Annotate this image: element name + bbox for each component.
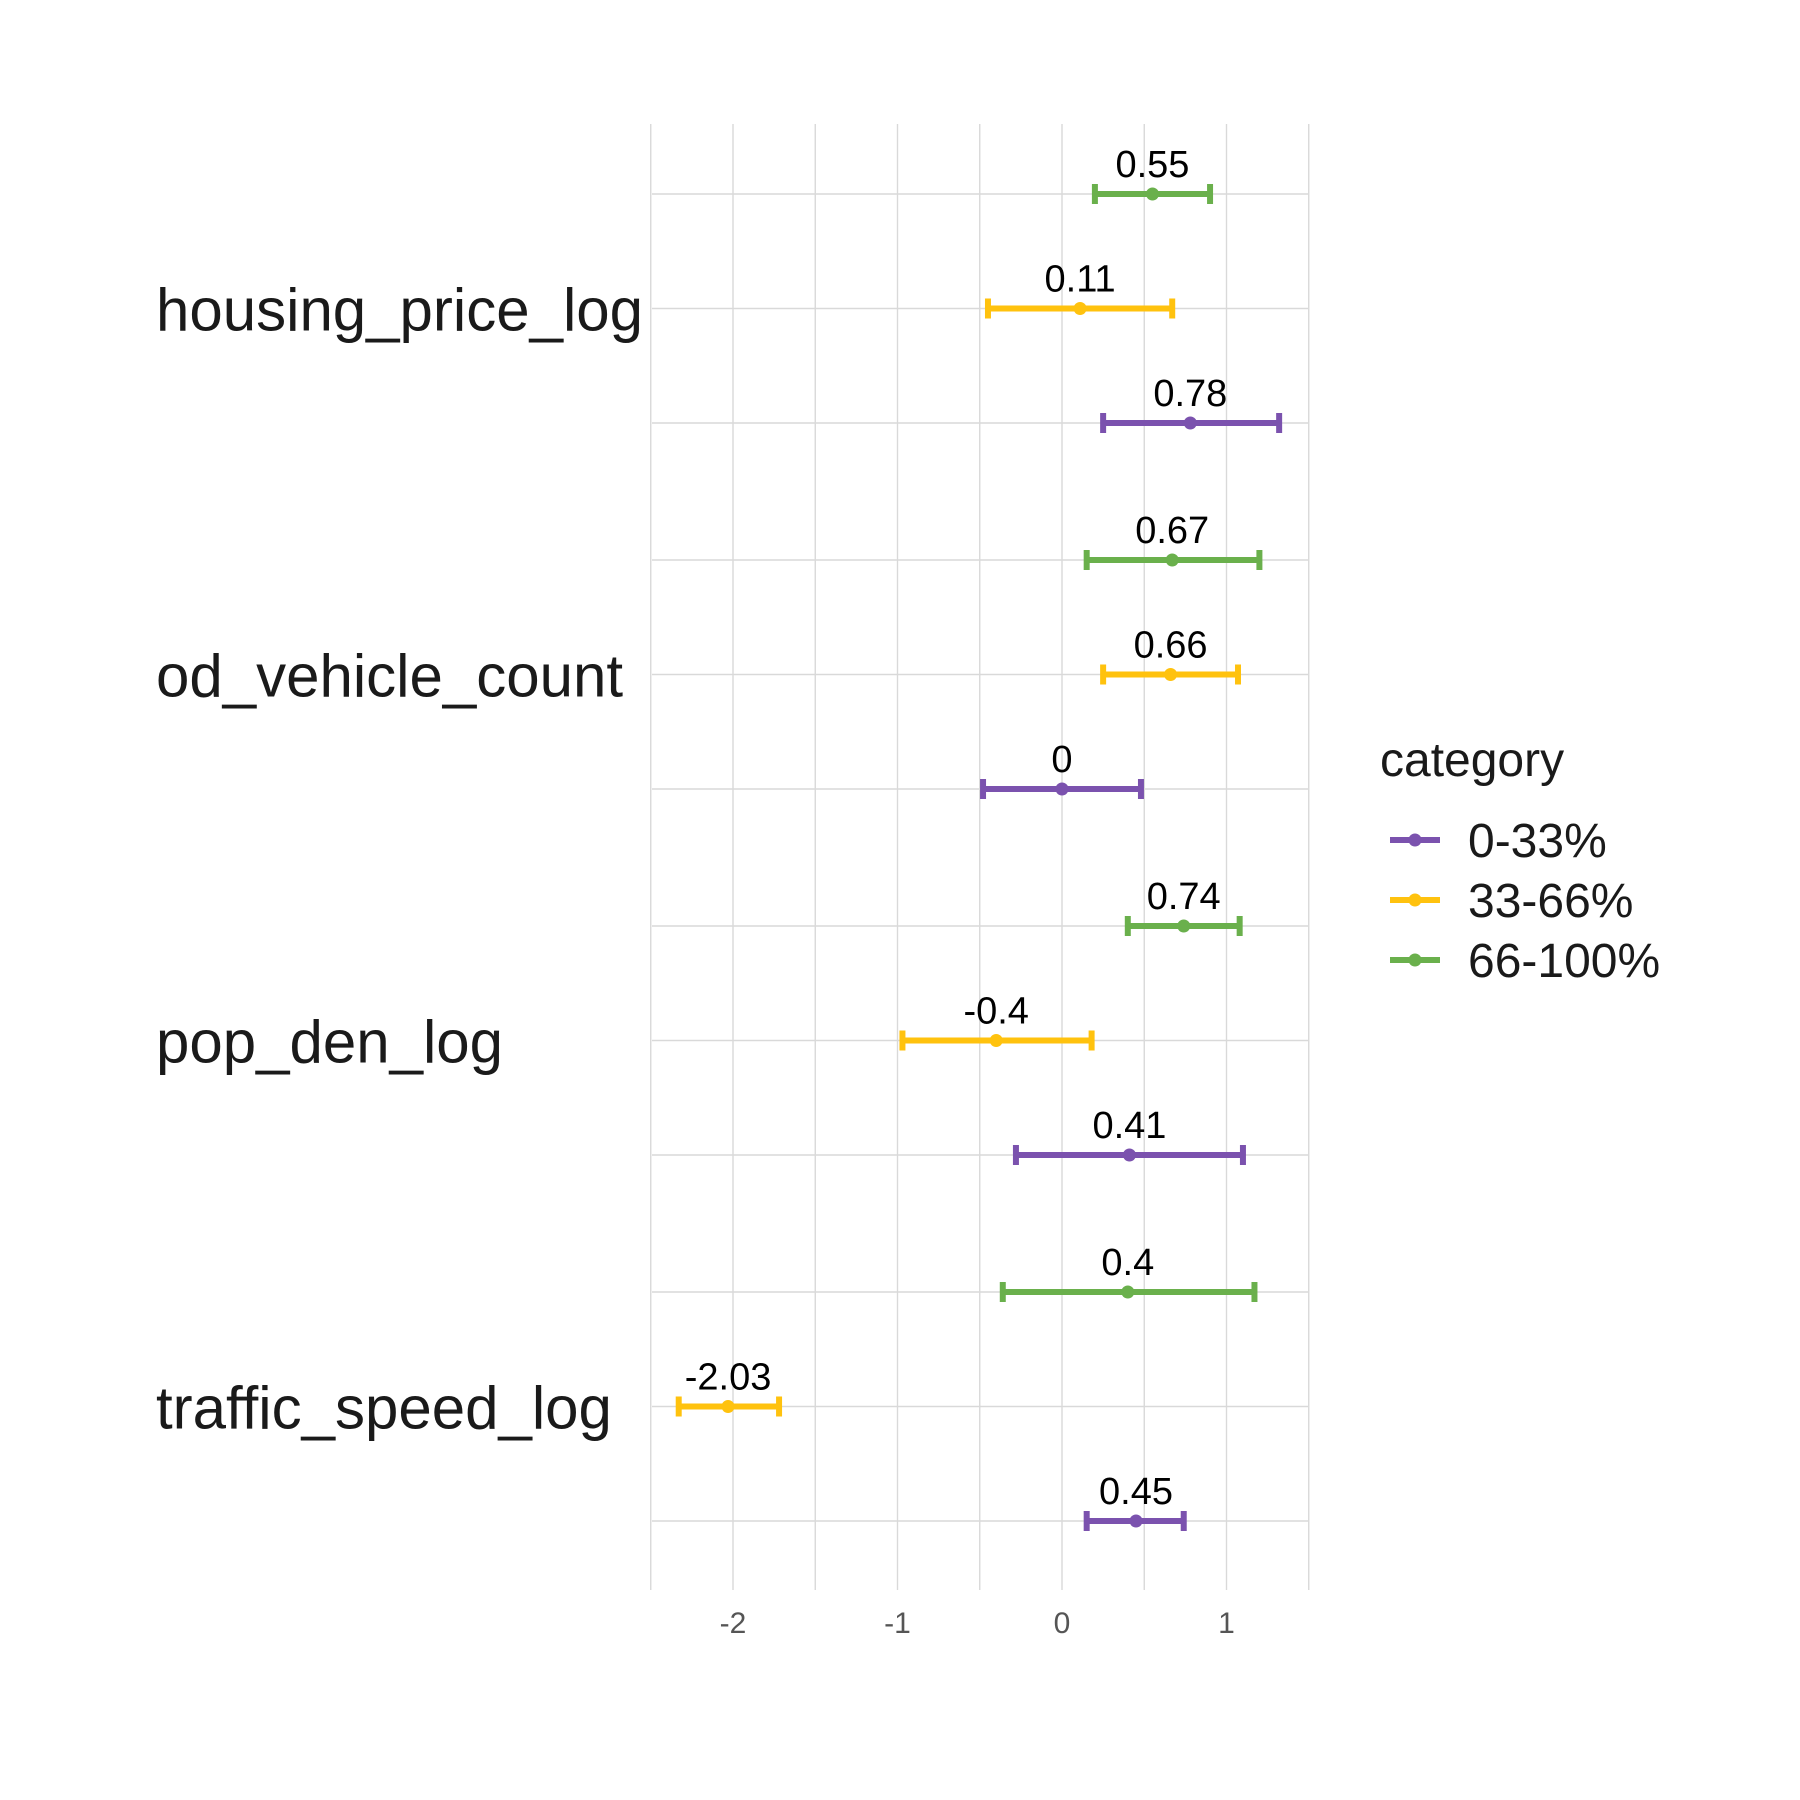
- legend-key-point: [1408, 953, 1422, 967]
- x-axis-ticks: -2 -1 0 1: [720, 1607, 1235, 1640]
- point-estimate: [1121, 1285, 1135, 1299]
- point-estimate: [1177, 919, 1191, 933]
- data-label: -2.03: [685, 1357, 772, 1399]
- legend-key-point: [1408, 893, 1422, 907]
- point-estimate: [721, 1400, 735, 1413]
- data-label: 0: [1051, 739, 1072, 781]
- legend-label: 0-33%: [1468, 815, 1607, 868]
- legend-label: 66-100%: [1468, 935, 1660, 988]
- point-estimate: [1164, 668, 1178, 681]
- legend-key-point: [1408, 833, 1422, 847]
- category-labels: housing_price_log od_vehicle_count pop_den…: [156, 277, 643, 1442]
- data-label: 0.55: [1115, 144, 1189, 186]
- data-label: 0.41: [1092, 1105, 1166, 1147]
- data-label: 0.4: [1101, 1242, 1154, 1284]
- data-label: 0.11: [1045, 259, 1116, 301]
- legend-title: category: [1380, 734, 1564, 787]
- x-tick-label: -2: [720, 1607, 747, 1640]
- data-label: 0.74: [1147, 876, 1221, 918]
- x-tick-label: 0: [1054, 1607, 1071, 1640]
- category-label: traffic_speed_log: [156, 1375, 612, 1442]
- category-label: housing_price_log: [156, 277, 643, 344]
- point-estimate: [1145, 187, 1159, 201]
- category-label: pop_den_log: [156, 1009, 503, 1076]
- point-estimate: [1129, 1514, 1143, 1528]
- category-label: od_vehicle_count: [156, 643, 623, 710]
- point-estimate: [1073, 302, 1087, 315]
- point-estimate: [1165, 553, 1179, 567]
- point-estimate: [1055, 782, 1069, 796]
- data-label: 0.67: [1135, 510, 1209, 552]
- data-label: -0.4: [963, 991, 1028, 1033]
- x-tick-label: -1: [884, 1607, 911, 1640]
- legend-label: 33-66%: [1468, 875, 1633, 928]
- data-label: 0.78: [1153, 373, 1227, 415]
- error-bars: 0.78 0 0.41 0.45 0.11 0.66 -0.4 -2.03 0.55 0.67 0.…: [675, 144, 1283, 1531]
- legend-items: 0-33% 33-66% 66-100%: [1390, 815, 1660, 988]
- point-estimate: [989, 1034, 1003, 1047]
- data-label: 0.66: [1134, 625, 1208, 667]
- legend: category 0-33% 33-66% 66-100%: [1380, 734, 1660, 988]
- x-tick-label: 1: [1218, 1607, 1235, 1640]
- point-estimate: [1122, 1148, 1136, 1162]
- point-estimate: [1183, 416, 1197, 430]
- data-label: 0.45: [1099, 1471, 1173, 1513]
